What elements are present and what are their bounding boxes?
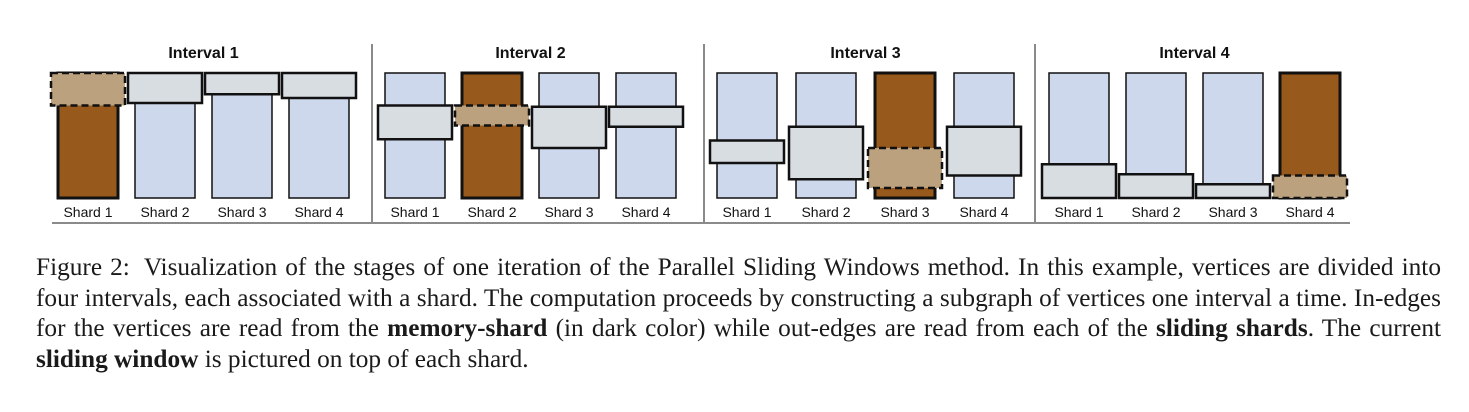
shard-label: Shard 2 [801,204,850,220]
sliding-window [1194,183,1272,200]
caption-term-sliding-shards: sliding shards [1156,314,1308,342]
sliding-window [1117,173,1195,200]
shard-label: Shard 1 [63,204,112,220]
shard-label: Shard 1 [1054,204,1103,220]
sliding-window [376,104,454,141]
sliding-window [945,125,1023,177]
shard-label: Shard 4 [959,204,1008,220]
shard-label: Shard 2 [1131,204,1180,220]
shard-label: Shard 2 [467,204,516,220]
interval-title: Interval 4 [1159,45,1229,62]
sliding-window [787,125,865,181]
sliding-window [280,71,358,100]
memory-window [1271,174,1349,200]
shard-label: Shard 1 [722,204,771,220]
shard-label: Shard 4 [621,204,670,220]
shard-label: Shard 2 [140,204,189,220]
interval-group: Interval 1 Shard 1 Shard 2 Shard 3 Shard 4 [49,45,358,220]
sliding-window [1040,163,1118,200]
memory-window [453,104,531,127]
sliding-window [530,105,608,150]
caption-label: Figure 2: [36,253,130,281]
sliding-shard [615,72,677,199]
caption-text: . The current [1307,314,1441,342]
shard-label: Shard 3 [880,204,929,220]
figure-caption: Figure 2:Visualization of the stages of … [36,252,1441,374]
caption-term-memory-shard: memory-shard [387,314,548,342]
interval-title: Interval 3 [830,45,900,62]
interval-group: Interval 2 Shard 1 Shard 2 Shard 3 Shard 4 [376,45,685,220]
interval-title: Interval 2 [495,45,565,62]
memory-window [866,146,944,190]
sliding-shard [1202,72,1264,199]
memory-shard [460,71,524,200]
caption-term-sliding-window: sliding window [36,344,199,373]
caption-text: Visualization of the stages of one itera… [36,253,1441,342]
caption-text: (in dark color) while out-edges are read… [547,314,1157,342]
interval-group: Interval 4 Shard 1 Shard 2 Shard 3 Shard 4 [1040,45,1349,220]
memory-window [49,71,127,107]
shard-label: Shard 4 [1285,204,1334,220]
caption-text: is pictured on top of each shard. [198,344,529,373]
shard-label: Shard 4 [294,204,343,220]
shard-label: Shard 3 [217,204,266,220]
shard-label: Shard 3 [544,204,593,220]
shard-label: Shard 3 [1208,204,1257,220]
sliding-shard [716,72,778,199]
sliding-window [708,139,786,165]
interval-title: Interval 1 [168,45,238,62]
interval-group: Interval 3 Shard 1 Shard 2 Shard 3 Shard 4 [708,45,1023,220]
sliding-window [607,105,685,128]
sliding-window [203,71,281,96]
shard-label: Shard 1 [390,204,439,220]
sliding-window [126,71,204,105]
